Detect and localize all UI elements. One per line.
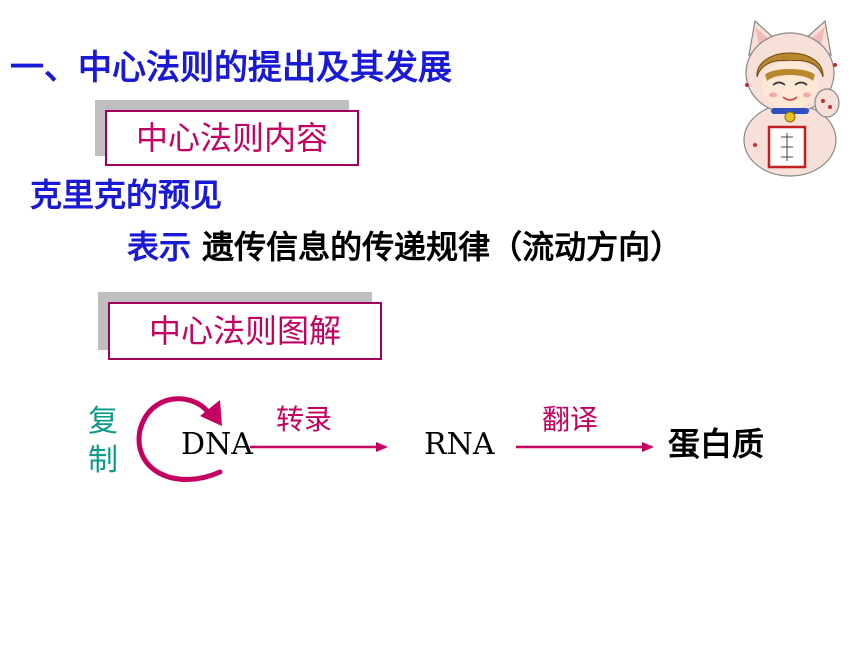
replication-loop	[136, 396, 223, 482]
protein-node: 蛋白质	[668, 425, 765, 463]
transcription-label: 转录	[276, 403, 333, 436]
represent-text: 遗传信息的传递规律（流动方向）	[191, 228, 683, 266]
diagram-box-wrapper: 中心法则图解	[98, 292, 388, 362]
content-box-wrapper: 中心法则内容	[95, 100, 365, 168]
dna-node: DNA	[181, 427, 253, 462]
replication-label-char2: 制	[88, 443, 118, 478]
slide-title: 一、中心法则的提出及其发展	[10, 48, 452, 88]
content-box: 中心法则内容	[105, 110, 359, 166]
translation-label: 翻译	[542, 403, 599, 436]
diagram-box: 中心法则图解	[108, 302, 382, 360]
content-box-label: 中心法则内容	[135, 119, 328, 157]
central-dogma-diagram	[136, 396, 654, 482]
replication-label-char1: 复	[88, 404, 118, 439]
cat-face	[762, 61, 818, 109]
cat-hair	[756, 52, 824, 78]
replication-loop-arrowhead	[200, 400, 222, 426]
cat-bell	[784, 111, 796, 123]
represent-label: 表示	[127, 228, 192, 266]
crick-prediction: 克里克的预见	[30, 176, 223, 214]
diagram-box-label: 中心法则图解	[148, 312, 341, 350]
cat-mascot-illustration	[743, 19, 840, 177]
rna-node: RNA	[424, 427, 495, 462]
represent-line: 表示 遗传信息的传递规律（流动方向）	[127, 222, 682, 268]
cat-raised-paw	[814, 88, 840, 118]
